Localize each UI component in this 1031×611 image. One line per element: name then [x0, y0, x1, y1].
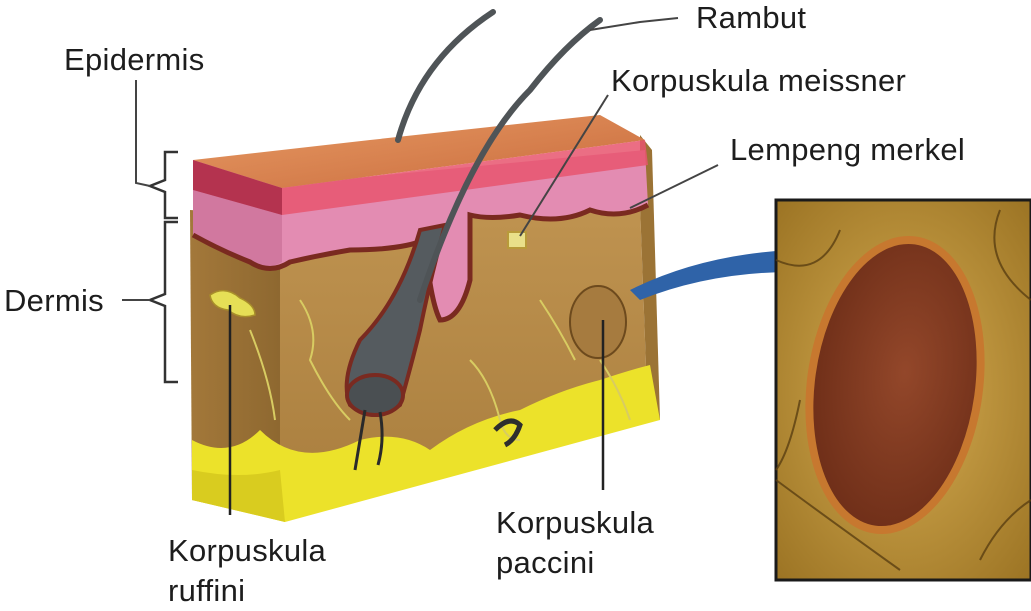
- rambut-leader: [589, 17, 679, 31]
- label-lempeng-merkel: Lempeng merkel: [730, 132, 966, 167]
- hair-root: [353, 409, 384, 471]
- skin-block: [190, 9, 660, 522]
- epidermis-bracket: [146, 150, 178, 220]
- ruffini-corpuscle: [209, 289, 256, 318]
- nerve-fibres: [249, 299, 631, 441]
- label-rambut: Rambut: [696, 0, 807, 35]
- label-korpuskula-paccini-line1: Korpuskula: [496, 505, 655, 540]
- paccini-corpuscle: [569, 285, 627, 359]
- subcutis-fat: [192, 365, 660, 522]
- label-korpuskula-ruffini-line1: Korpuskula: [168, 533, 327, 568]
- micrograph-texture: [775, 209, 1031, 571]
- label-korpuskula-ruffini-line2: ruffini: [168, 573, 246, 608]
- paccini-micrograph: [774, 198, 1031, 582]
- dermo-epidermal-junction: [191, 202, 650, 323]
- meissner-corpuscle: [507, 231, 527, 249]
- blood-vessel: [493, 418, 523, 448]
- hair-shaft-1: [395, 9, 496, 143]
- label-korpuskula-paccini-line2: paccini: [496, 545, 595, 580]
- merkel-leader: [629, 164, 719, 209]
- skin-surface: [193, 115, 645, 188]
- epidermis-leader: [135, 80, 151, 187]
- label-dermis: Dermis: [4, 283, 104, 318]
- surface-right-edge: [282, 140, 648, 215]
- micrograph-corpuscle: [813, 243, 977, 527]
- meissner-leader: [519, 94, 609, 237]
- hair-bulb: [345, 373, 405, 417]
- epidermis-front: [193, 190, 282, 267]
- label-epidermis: Epidermis: [64, 42, 205, 77]
- dermis-bracket: [146, 220, 178, 384]
- hair-shaft-2: [417, 17, 603, 303]
- label-korpuskula-meissner: Korpuskula meissner: [611, 63, 907, 98]
- surface-front-edge: [193, 160, 282, 215]
- fat-shading: [192, 470, 285, 522]
